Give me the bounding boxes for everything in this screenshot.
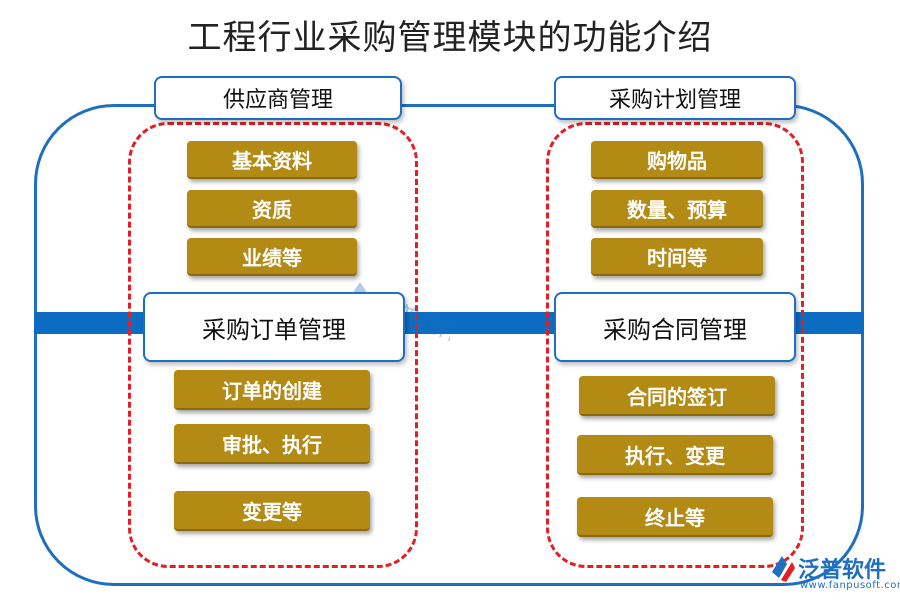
item-time: 时间等	[591, 238, 763, 276]
item-goods: 购物品	[591, 141, 763, 179]
diagram-title: 工程行业采购管理模块的功能介绍	[187, 18, 713, 58]
brand-logo-icon	[772, 556, 795, 582]
item-contract-signing: 合同的签订	[579, 376, 775, 416]
purchase-order-management-header: 采购订单管理	[143, 292, 405, 362]
left-dashed-group	[128, 122, 418, 568]
right-dashed-group	[546, 122, 804, 568]
item-performance: 业绩等	[187, 238, 357, 276]
item-order-creation: 订单的创建	[174, 370, 370, 410]
item-qualification: 资质	[187, 190, 357, 228]
brand-url: www.fanpusoft.com	[800, 580, 900, 591]
brand-logo: 泛普软件 www.fanpusoft.com	[770, 552, 900, 598]
brand-name: 泛普软件	[798, 558, 887, 583]
item-change: 变更等	[174, 491, 370, 531]
item-basic-info: 基本资料	[187, 141, 357, 179]
outer-frame	[34, 104, 864, 586]
purchase-plan-management-header: 采购计划管理	[554, 76, 796, 120]
item-approval-execution: 审批、执行	[174, 424, 370, 464]
purchase-contract-management-header: 采购合同管理	[554, 292, 796, 362]
item-termination: 终止等	[577, 497, 773, 537]
supplier-management-header: 供应商管理	[154, 76, 402, 120]
item-execution-change: 执行、变更	[577, 435, 773, 475]
item-quantity-budget: 数量、预算	[591, 190, 763, 228]
